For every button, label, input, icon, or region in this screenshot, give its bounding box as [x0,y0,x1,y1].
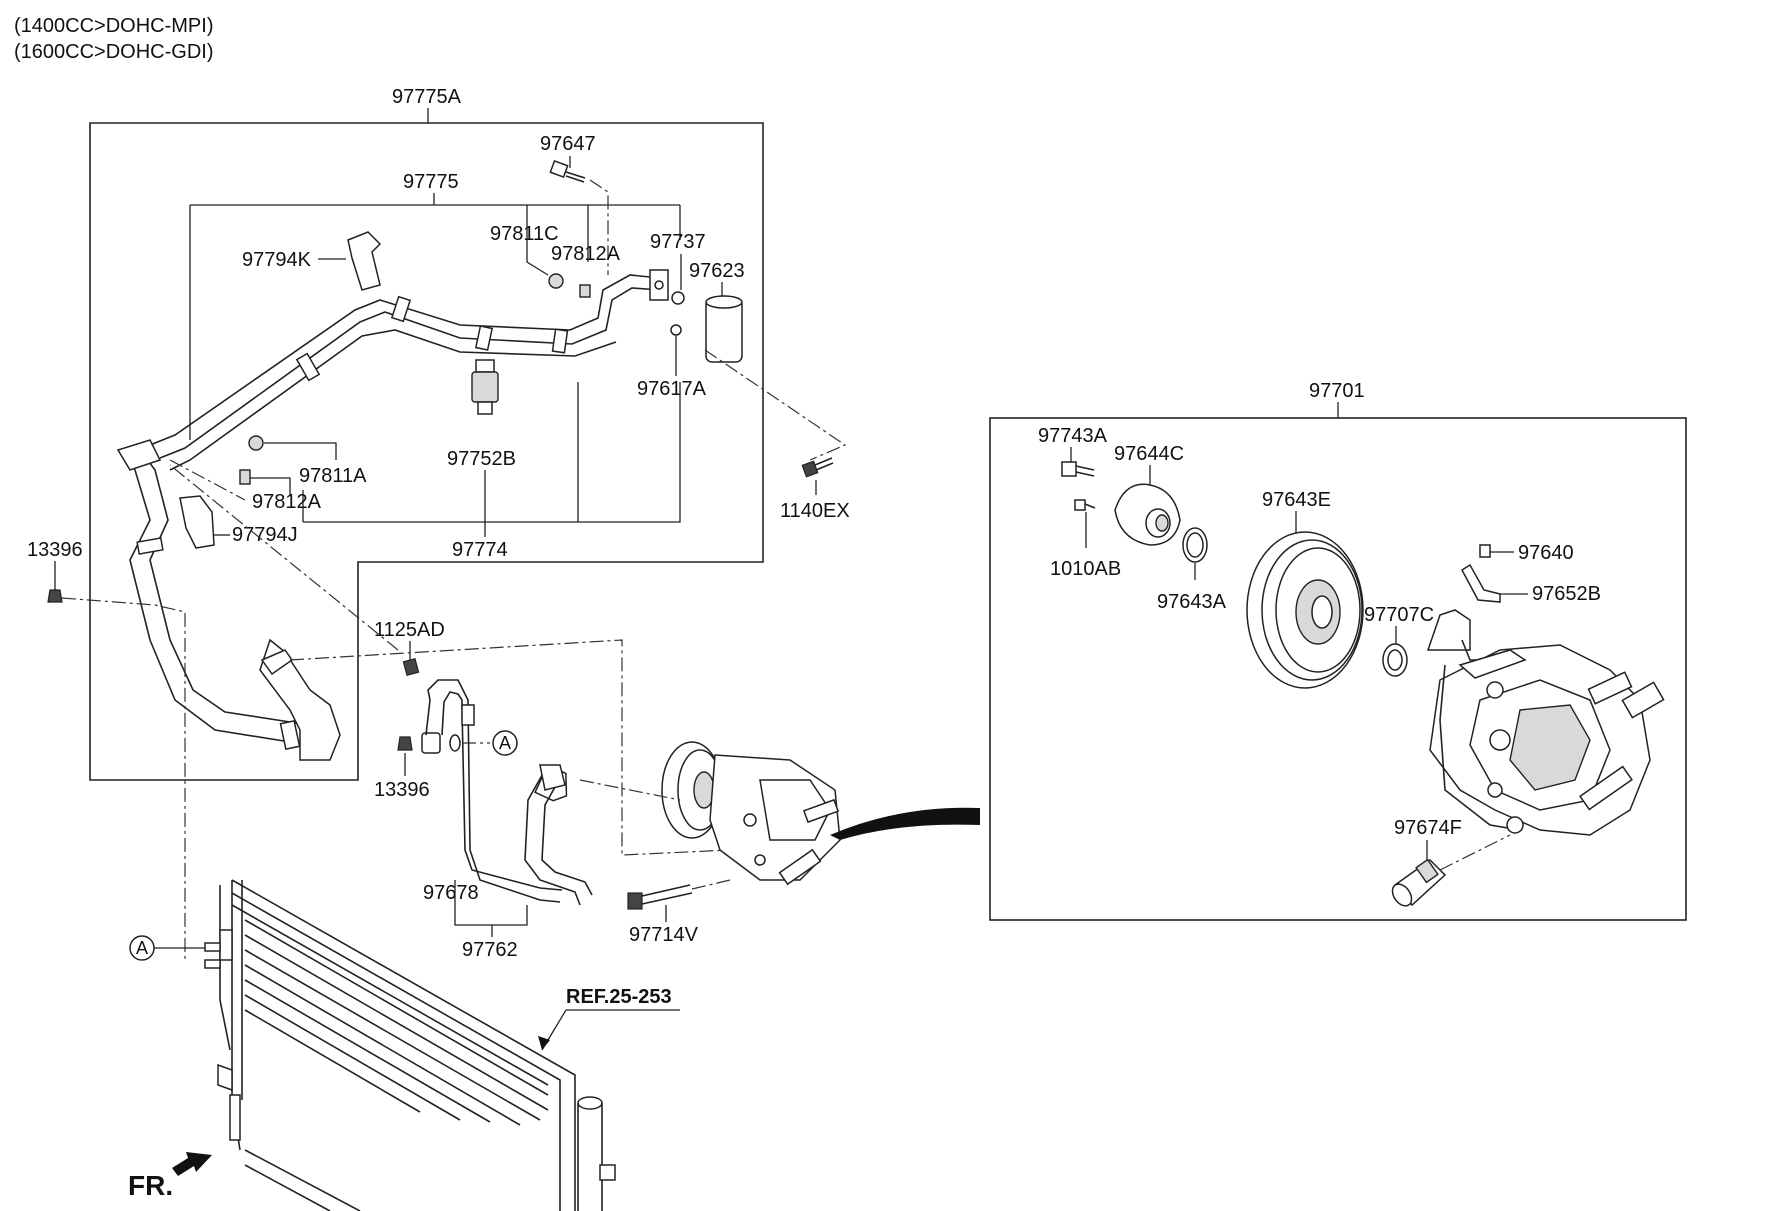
compressor-large-icon [1426,609,1665,836]
label-97707C[interactable]: 97707C [1364,604,1434,626]
label-97674F[interactable]: 97674F [1394,817,1462,839]
compressor-small-icon [661,741,841,886]
label-97774[interactable]: 97774 [452,539,508,561]
label-97647[interactable]: 97647 [540,133,596,155]
label-97752B[interactable]: 97752B [447,448,516,470]
label-1010AB[interactable]: 1010AB [1050,558,1121,580]
label-97775A[interactable]: 97775A [392,86,462,108]
bracket-97652b-icon [1461,563,1501,603]
suction-hose-97762 [524,764,593,906]
label-1125AD[interactable]: 1125AD [374,619,445,641]
valve-97674f-icon [1391,858,1447,907]
label-97737[interactable]: 97737 [650,231,706,253]
connector-a-mid[interactable] [492,730,518,756]
pulley-97643e-icon [1246,531,1364,689]
clamp-97794k-icon [347,231,382,291]
label-97794K[interactable]: 97794K [242,249,312,271]
discharge-hose-lower [116,439,341,761]
label-97701[interactable]: 97701 [1309,380,1365,402]
label-97617A[interactable]: 97617A [637,378,707,400]
label-97812A-low[interactable]: 97812A [252,491,322,513]
nut-97811a-icon [248,435,264,451]
bolt-13396-left-icon [47,589,63,603]
expansion-valve-97623-icon [705,295,743,363]
front-arrow-icon [172,1152,212,1176]
compressor-assembly-group: 97701 97743A 1010AB 97644C 97643A 97 [989,380,1687,921]
reference-label[interactable]: REF.25-253 [566,986,672,1008]
label-97811A[interactable]: 97811A [299,465,367,487]
oring-97617a-icon [670,324,682,336]
connector-a-mid-label: A [499,733,511,753]
suction-pipe-97775 [149,269,669,471]
bolt-1140ex-icon [801,457,834,478]
label-97652B[interactable]: 97652B [1532,583,1601,605]
label-97644C[interactable]: 97644C [1114,443,1184,465]
front-label: FR. [128,1170,173,1201]
engine-spec-1: (1400CC>DOHC-MPI) [14,15,213,37]
condenser-icon [204,879,616,1211]
bolt-1125ad-icon [402,657,420,677]
label-97640[interactable]: 97640 [1518,542,1574,564]
label-97794J[interactable]: 97794J [232,524,298,546]
bolt-97714v-icon [627,884,693,910]
hub-97644c-icon [1114,483,1181,546]
nut-97811c-icon [548,273,564,289]
hose-assembly-box [89,122,764,781]
label-97743A[interactable]: 97743A [1038,425,1108,447]
label-97643A[interactable]: 97643A [1157,591,1227,613]
label-97623[interactable]: 97623 [689,260,745,282]
label-97714V[interactable]: 97714V [629,924,699,946]
bracket-97794j-icon [179,495,215,549]
label-13396-left[interactable]: 13396 [27,539,83,561]
detail-arrow [830,807,980,840]
label-97811C[interactable]: 97811C [490,223,559,245]
oring-97737-icon [671,291,685,305]
fitting-13396-mid-icon [397,732,461,754]
label-97678[interactable]: 97678 [423,882,479,904]
valve-97812a-icon [579,284,591,298]
valve-97812a-low-icon [239,469,251,485]
bolt-1010ab-icon [1074,499,1096,511]
label-97762[interactable]: 97762 [462,939,518,961]
hose-assembly-group: 97775A 97775 97647 97811C 97812A 97737 9… [89,86,847,781]
label-1140EX[interactable]: 1140EX [780,500,850,522]
engine-spec-2: (1600CC>DOHC-GDI) [14,41,213,63]
label-97812A-top[interactable]: 97812A [551,243,621,265]
bolt-97647-icon [549,160,586,183]
bolt-97743a-icon [1061,461,1095,477]
label-13396-mid[interactable]: 13396 [374,779,430,801]
connector-a-left-label: A [136,938,148,958]
screw-97640-icon [1479,544,1491,558]
label-97643E[interactable]: 97643E [1262,489,1331,511]
pressure-switch-97752b-icon [471,359,499,415]
label-97775[interactable]: 97775 [403,171,459,193]
